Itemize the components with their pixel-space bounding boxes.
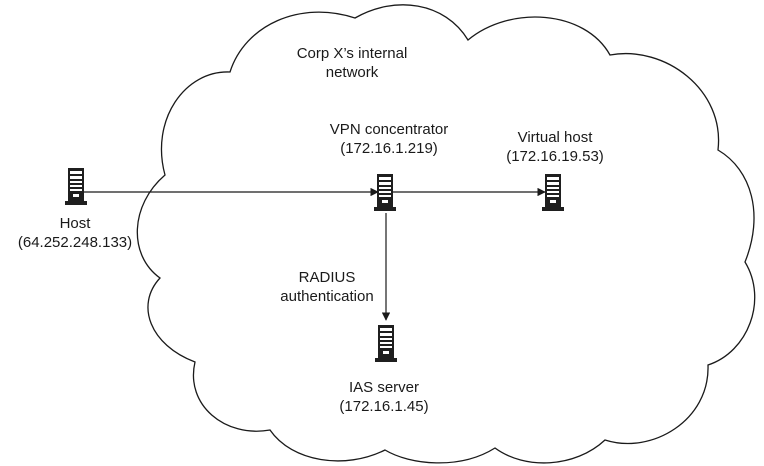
cloud-label-line2: network — [325, 64, 379, 81]
radius-label-line1: RADIUS — [298, 269, 356, 286]
vpn-concentrator-label: VPN concentrator (172.16.1.219) — [330, 120, 448, 158]
vpn-concentrator-name: VPN concentrator — [329, 121, 449, 138]
cloud-label-line1: Corp X’s internal — [296, 45, 408, 62]
host-server-icon — [65, 168, 87, 205]
virtual-host-address: (172.16.19.53) — [506, 148, 604, 165]
vpn-concentrator-address: (172.16.1.219) — [340, 140, 438, 157]
radius-auth-label: RADIUS authentication — [280, 268, 373, 306]
host-address: (64.252.248.133) — [17, 234, 133, 251]
ias-server-icon — [375, 325, 397, 362]
virtual-host-label: Virtual host (172.16.19.53) — [506, 128, 604, 166]
vpn-concentrator-server-icon — [374, 174, 396, 211]
virtual-host-name: Virtual host — [517, 129, 593, 146]
radius-label-line2: authentication — [280, 288, 374, 305]
ias-server-name: IAS server — [348, 379, 420, 396]
network-cloud — [136, 4, 756, 464]
host-name: Host — [59, 215, 91, 232]
ias-server-label: IAS server (172.16.1.45) — [339, 378, 428, 416]
ias-server-address: (172.16.1.45) — [339, 398, 429, 415]
cloud-label: Corp X’s internal network — [297, 44, 408, 82]
host-label: Host (64.252.248.133) — [18, 214, 132, 252]
virtual-host-server-icon — [542, 174, 564, 211]
